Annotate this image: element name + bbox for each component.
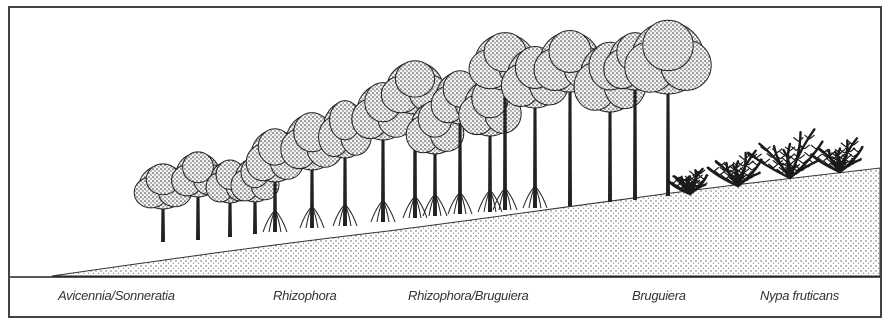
nypa-palm: [811, 138, 863, 172]
zone-label-avicennia-sonneratia: Avicennia/Sonneratia: [58, 288, 175, 303]
zone-label-nypa-fruticans: Nypa fruticans: [760, 288, 839, 303]
zone-label-rhizophora: Rhizophora: [273, 288, 337, 303]
zone-label-bruguiera: Bruguiera: [632, 288, 686, 303]
zone-label-rhizophora-bruguiera: Rhizophora/Bruguiera: [408, 288, 528, 303]
mangrove-tree: [625, 20, 711, 196]
